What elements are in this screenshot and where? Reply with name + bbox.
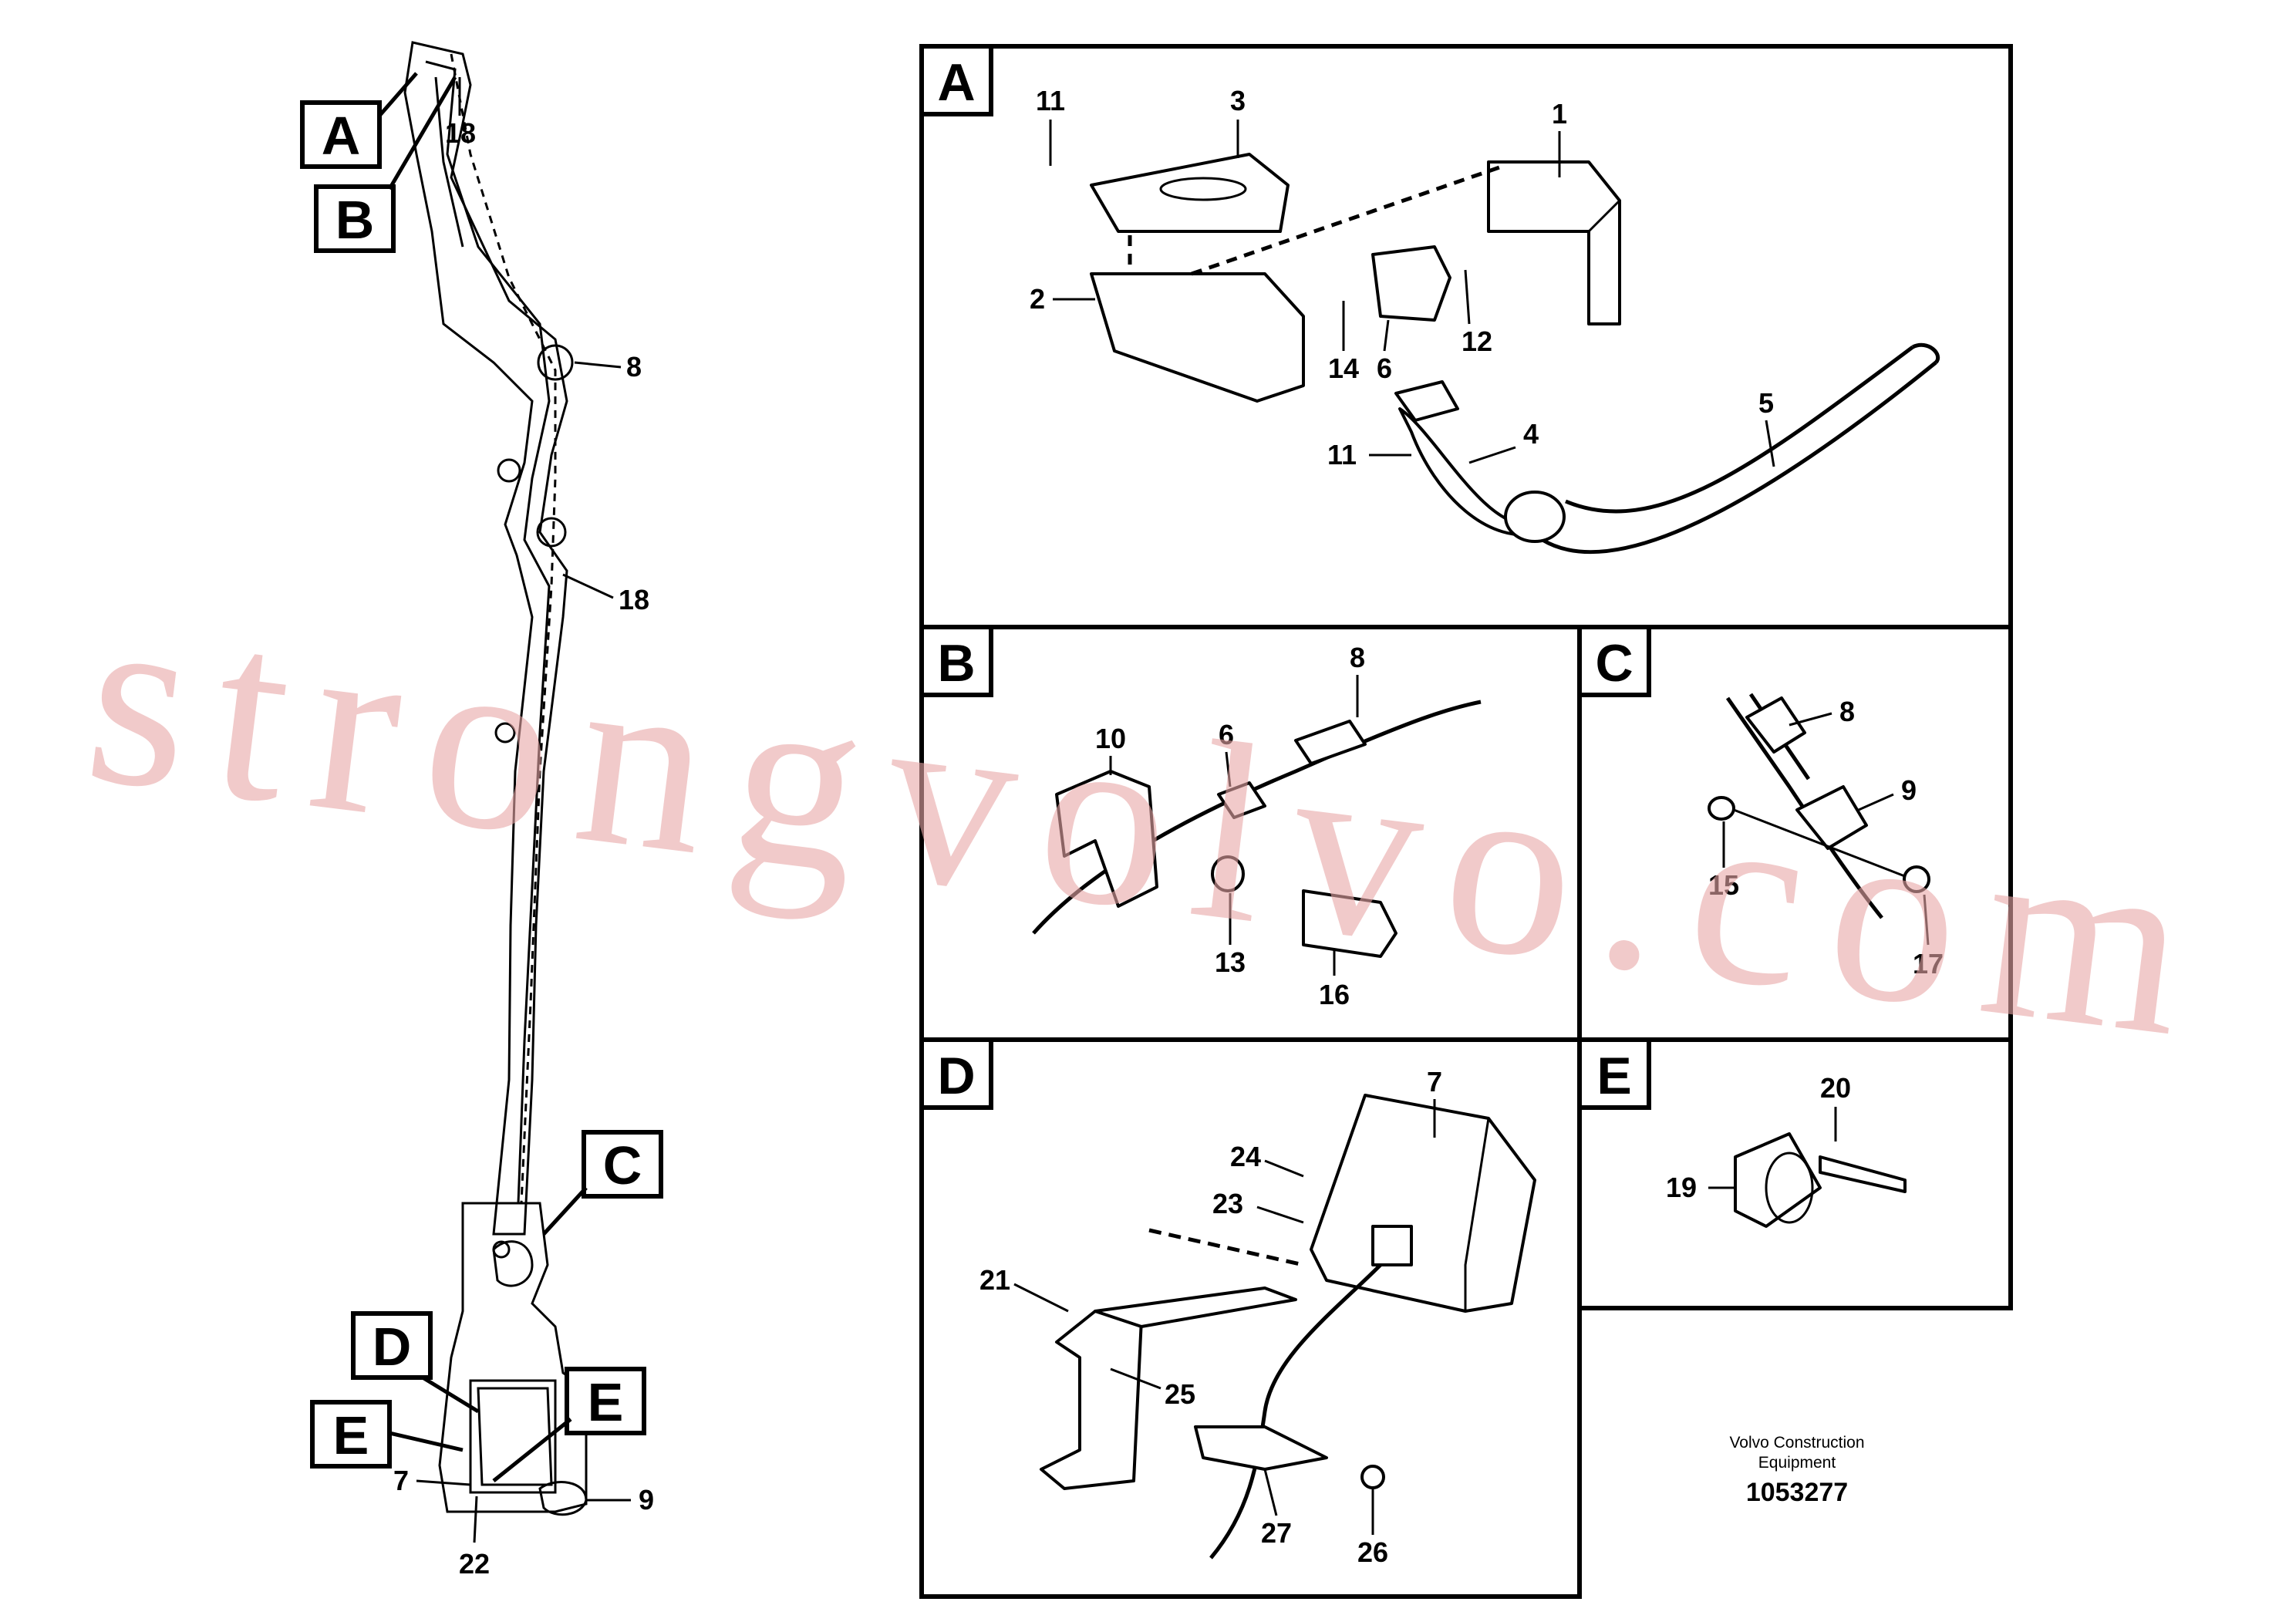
panel-d-callout-25: 25 <box>1165 1378 1195 1410</box>
callout-22: 22 <box>459 1548 490 1580</box>
panel-d-callout-24: 24 <box>1230 1141 1261 1172</box>
panel-c-callout-17: 17 <box>1913 948 1944 980</box>
panel-c: C 8 9 15 17 <box>1577 625 2013 1042</box>
publisher-line1: Volvo Construction <box>1729 1434 1865 1452</box>
tag-c-text: C <box>603 1135 642 1195</box>
panel-d-letter: D <box>937 1047 975 1105</box>
panel-a-callout-4: 4 <box>1523 418 1539 450</box>
panel-a-callout-12: 12 <box>1462 325 1492 357</box>
panel-c-callout-15: 15 <box>1708 869 1739 901</box>
panel-a-callout-11-bottom: 11 <box>1327 439 1357 470</box>
panel-a-letter: A <box>937 53 975 112</box>
panel-d-callout-7: 7 <box>1427 1066 1442 1098</box>
overview-tag-d: D <box>351 1311 480 1414</box>
panel-d: D 7 24 23 21 25 27 26 <box>919 1037 1582 1599</box>
panel-e: E 20 19 <box>1577 1037 2013 1310</box>
panel-e-letter: E <box>1596 1047 1631 1105</box>
overview-tag-c: C <box>542 1130 663 1236</box>
panel-a-callout-1: 1 <box>1552 98 1567 130</box>
panel-c-letter: C <box>1595 634 1633 693</box>
panel-a-callout-14: 14 <box>1328 352 1359 384</box>
panel-c-callout-8: 8 <box>1839 696 1855 727</box>
reference-number: 1053277 <box>1745 1478 1849 1507</box>
panel-a-callout-2: 2 <box>1030 283 1045 315</box>
panel-b-callout-6: 6 <box>1219 719 1234 750</box>
machine-overview <box>403 41 588 1516</box>
callout-9: 9 <box>639 1484 654 1516</box>
panel-b-letter: B <box>937 634 975 693</box>
panel-a: A 11 3 1 2 14 6 12 11 4 <box>919 44 2013 629</box>
panel-b: B 8 10 6 13 16 <box>919 625 1582 1042</box>
panel-d-callout-23: 23 <box>1212 1188 1243 1219</box>
panel-a-callout-3: 3 <box>1230 85 1246 116</box>
watermark-text: strongvolvo.com <box>74 553 2227 1093</box>
callout-18-mid: 18 <box>619 584 649 615</box>
tag-a-text: A <box>322 106 361 166</box>
overview-tag-a: A <box>300 72 418 169</box>
tag-b-text: B <box>335 190 375 250</box>
panel-a-callout-6: 6 <box>1377 352 1392 384</box>
panel-a-callout-5: 5 <box>1758 387 1774 419</box>
panel-b-callout-13: 13 <box>1215 946 1246 978</box>
panel-c-callout-9: 9 <box>1901 774 1917 806</box>
overview-callouts: 18 8 18 9 7 22 <box>393 77 654 1580</box>
panel-e-callout-19: 19 <box>1666 1172 1697 1203</box>
panel-b-callout-16: 16 <box>1319 979 1350 1010</box>
tag-e-right-text: E <box>588 1372 624 1432</box>
tag-e-left-text: E <box>333 1405 369 1465</box>
callout-18-top: 18 <box>445 117 476 149</box>
tag-d-text: D <box>373 1317 412 1377</box>
panel-b-callout-8: 8 <box>1350 642 1365 673</box>
overview-tag-b: B <box>314 76 457 253</box>
publisher-info: Volvo Construction Equipment 1053277 <box>1689 1433 1905 1508</box>
panel-d-callout-27: 27 <box>1261 1517 1292 1549</box>
publisher-line2: Equipment <box>1758 1454 1836 1472</box>
overview-tag-e-left: E <box>310 1400 464 1469</box>
panel-d-callout-26: 26 <box>1357 1536 1388 1568</box>
callout-7: 7 <box>393 1465 409 1496</box>
callout-8: 8 <box>626 351 642 383</box>
panel-b-callout-10: 10 <box>1095 723 1126 754</box>
overview-tag-e-right: E <box>492 1367 646 1482</box>
panel-d-callout-21: 21 <box>979 1264 1010 1296</box>
panel-a-callout-11-top: 11 <box>1036 85 1065 116</box>
panel-e-callout-20: 20 <box>1820 1072 1851 1104</box>
